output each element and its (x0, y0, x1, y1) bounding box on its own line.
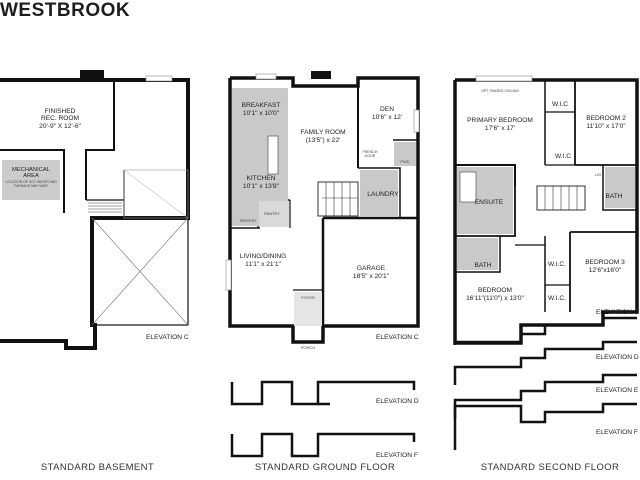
mechanical-note: LOCATION OF HOT WATER AND (5, 180, 57, 184)
ensuite-label: ENSUITE (475, 199, 504, 206)
garage-dimensions: 18'5" x 20'1" (353, 273, 390, 280)
ground-labels: BREAKFAST 10'1" x 10'0" FAMILY ROOM (13'… (239, 102, 418, 459)
kitchen-island (267, 135, 279, 175)
second-labels: OPT. RAISED CEILING PRIMARY BEDROOM 17'6… (466, 89, 639, 436)
den-dimensions: 10'6" x 12' (372, 114, 402, 121)
bath-2-label: BATH (605, 193, 622, 200)
foyer-label: FOYER (301, 295, 315, 300)
bedroom-2-label: BEDROOM 2 (586, 115, 626, 122)
optional-raised-ceiling: OPT. RAISED CEILING (481, 89, 519, 93)
wic-4-label: W.I.C. (548, 295, 566, 302)
porch-label: PORCH (301, 345, 316, 350)
french-door-label: FRENCH (363, 150, 378, 154)
primary-bed-wall (455, 164, 516, 186)
second-elevation-e: ELEVATION E (596, 387, 639, 394)
ground-plan-label: STANDARD GROUND FLOOR (254, 462, 396, 473)
basement-mechanical-area (2, 160, 60, 200)
laundry-floor (360, 170, 398, 216)
basement-window (145, 75, 173, 82)
basement-cold-room (123, 169, 189, 219)
second-stairs (536, 185, 586, 211)
garage-label: GARAGE (357, 265, 386, 272)
kitchen-label: KITCHEN (247, 175, 276, 182)
ensuite-tub (459, 171, 477, 203)
powder-room-label: PWD (400, 159, 409, 164)
breakfast-dimensions: 10'1" x 10'0" (243, 110, 280, 117)
ground-elevation-d: ELEVATION D (376, 398, 419, 405)
bedroom-2-dimensions: 11'10" x 17'0" (586, 123, 626, 130)
ground-stairs (317, 181, 359, 217)
second-plan-label: STANDARD SECOND FLOOR (480, 462, 620, 473)
ground-elevation-f: ELEVATION F (376, 452, 418, 459)
pantry-label: PANTRY (264, 211, 280, 216)
foyer-floor (294, 292, 322, 326)
mechanical-area-name-2: AREA (23, 173, 39, 179)
laundry-label: LAUNDRY (367, 191, 399, 198)
bath2-floor (605, 167, 635, 208)
mechanical-area-name: MECHANICAL (12, 167, 51, 173)
rec-room-dimensions: 20'-9" X 12'-6" (39, 123, 81, 130)
ground-elevation-f-outline (230, 432, 416, 458)
wic-1-label: W.I.C (552, 101, 568, 108)
living-dining-label: LIVING/DINING (240, 253, 287, 260)
mechanical-note-2: FURNACE MAY VARY (14, 184, 49, 188)
bedroom-label: BEDROOM (478, 287, 512, 294)
second-elevation-c: ELEVATION C (596, 309, 639, 316)
bedroom-3-dimensions: 12'6"x16'0" (589, 267, 622, 274)
living-dining-dimensions: 11'1" x 21'1" (245, 261, 281, 268)
second-elevation-f: ELEVATION F (596, 429, 638, 436)
rec-room-name-2: REC. ROOM (41, 115, 79, 122)
basement-stairs (88, 202, 122, 213)
second-elevation-d: ELEVATION D (596, 354, 639, 361)
bath2-wall (602, 165, 637, 211)
family-room-label: FAMILY ROOM (300, 129, 345, 136)
pantry-floor (259, 201, 289, 227)
wic-2-label: W.I.C (555, 153, 571, 160)
basement-plan-label: STANDARD BASEMENT (40, 462, 155, 473)
ground-elevation-d-outline (230, 380, 416, 406)
basement-rec-wall (85, 80, 115, 200)
bath1-floor (457, 238, 498, 270)
ground-fireplace (311, 71, 331, 79)
page-title: WESTBROOK (0, 0, 131, 21)
bedroom-wall (454, 272, 545, 344)
ensuite-wall (455, 186, 516, 237)
rec-room-name: FINISHED (45, 108, 76, 115)
basement-chimney (80, 70, 104, 78)
laundry-wall (358, 167, 401, 218)
second-elevation-outlines (453, 316, 637, 450)
bath-1-label: BATH (474, 262, 491, 269)
den-label: DEN (380, 106, 394, 113)
basement-labels: FINISHED REC. ROOM 20'-9" X 12'-6" MECHA… (5, 108, 189, 341)
bedroom-3-label: BEDROOM 3 (585, 259, 625, 266)
servery-label: SERVERY (239, 219, 257, 223)
breakfast-label: BREAKFAST (242, 102, 281, 109)
family-room-dimensions: (13'5") x 22' (306, 137, 341, 144)
ground-elevation-c: ELEVATION C (376, 334, 419, 341)
basement-elevation-label: ELEVATION C (146, 334, 189, 341)
wic-3-label: W.I.C. (548, 261, 566, 268)
french-door-label-2: DOOR (365, 154, 376, 158)
bath1-wall (455, 236, 501, 273)
basement-plan (0, 70, 190, 350)
bedroom-dimensions: 16'11"(11'0") x 13'0" (466, 295, 525, 302)
basement-mech-wall (0, 149, 65, 213)
basement-outer-wall (0, 78, 190, 350)
primary-bedroom-label: PRIMARY BEDROOM (467, 117, 533, 124)
linen-label: LIN (595, 173, 601, 177)
kitchen-dimensions: 10'1" x 13'8" (243, 183, 280, 190)
pwd-floor (394, 142, 416, 166)
primary-bedroom-dimensions: 17'6" x 17' (485, 125, 515, 132)
ground-outer-wall (228, 76, 420, 344)
